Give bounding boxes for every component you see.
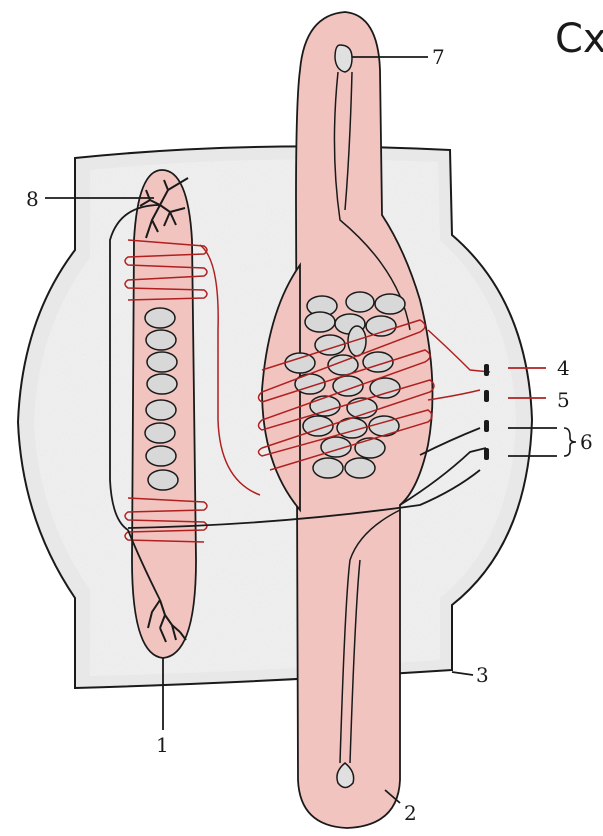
- chain-nucleus: [146, 400, 176, 420]
- bag-nucleus: [313, 458, 343, 478]
- chain-nucleus: [145, 308, 175, 328]
- label-3: 3: [476, 663, 489, 687]
- label-7: 7: [432, 45, 445, 69]
- bag-lumen-top: [335, 45, 352, 72]
- bag-nucleus: [375, 294, 405, 314]
- bag-nucleus: [285, 353, 315, 373]
- label-4: 4: [557, 356, 570, 380]
- bag-nucleus: [355, 438, 385, 458]
- chain-nucleus: [147, 374, 177, 394]
- bag-nucleus: [345, 458, 375, 478]
- chain-nucleus: [147, 352, 177, 372]
- bag-nucleus: [348, 326, 366, 356]
- bag-nucleus: [346, 292, 374, 312]
- label-1: 1: [156, 733, 169, 757]
- terminal-dot: [484, 448, 489, 460]
- label-8: 8: [26, 187, 39, 211]
- label-5: 5: [557, 388, 570, 412]
- terminal-dot: [484, 390, 489, 402]
- brace-6: [564, 428, 576, 456]
- terminal-dot: [484, 420, 489, 432]
- label-6: 6: [580, 430, 593, 454]
- label-2: 2: [404, 801, 417, 825]
- title-text: Сх: [555, 16, 603, 62]
- bag-nucleus: [305, 312, 335, 332]
- chain-nucleus: [145, 423, 175, 443]
- chain-nucleus: [146, 330, 176, 350]
- bag-nucleus: [370, 378, 400, 398]
- bag-nucleus: [310, 396, 340, 416]
- chain-nucleus: [146, 446, 176, 466]
- chain-nucleus: [148, 470, 178, 490]
- terminal-dot: [484, 364, 489, 376]
- leader-3: [452, 672, 473, 675]
